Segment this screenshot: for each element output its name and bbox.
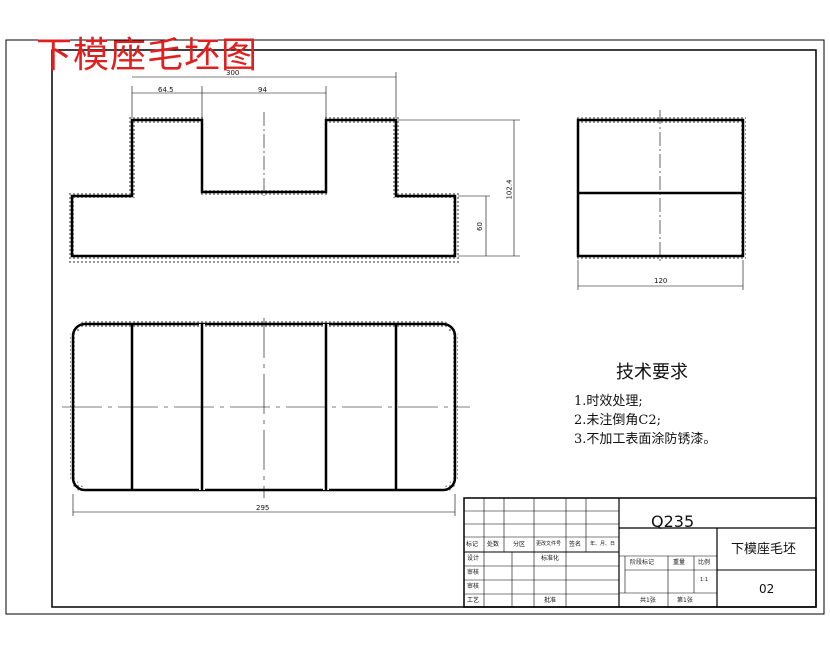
dim-bottom-overall: 295 [256,504,270,512]
tech-requirements-title: 技术要求 [616,362,688,383]
outer-border [5,39,825,615]
drawing-title: 下模座毛坯图 [36,35,259,76]
dim-height-base: 60 [475,222,484,231]
row-design: 设计 [467,555,480,562]
hdr-change-doc: 更改文件号 [536,541,562,547]
technical-requirements: 技术要求 1.时效处理; 2.未注倒角C2; 3.不加工表面涂防锈漆。 [574,358,716,449]
drawing-number: 02 [759,582,775,596]
standardize-label: 标准化 [541,555,560,562]
row-process: 工艺 [467,597,480,604]
side-view [575,110,746,290]
material-label: Q235 [651,512,695,531]
scale-label: 比例 [698,559,711,566]
tech-item-3: 3.不加工表面涂防锈漆。 [574,432,717,447]
dim-left-step: 64.5 [158,86,174,94]
tech-item-1: 1.时效处理; [574,394,643,409]
front-view [68,72,520,263]
dim-overall-top: 300 [226,69,240,77]
weight-label: 重量 [673,559,686,566]
sheets-total: 共1张 [640,597,656,604]
dim-height-total: 102.4 [505,179,514,200]
sheet-number: 第1张 [677,597,693,604]
tech-item-2: 2.未注倒角C2; [574,413,662,428]
title-block [463,497,817,608]
dim-side-width: 120 [654,277,668,285]
row-review-2: 审核 [467,583,480,590]
hdr-count: 处数 [487,541,500,548]
top-view [62,318,470,516]
part-name: 下模座毛坯 [731,542,797,557]
hdr-date: 年、月、日 [590,541,616,547]
scale-value: 1:1 [700,577,709,583]
hdr-zone: 分区 [513,541,526,548]
inner-border [51,49,817,608]
hdr-sign: 签名 [569,541,582,548]
hdr-mark: 标记 [466,541,479,548]
row-review-1: 审核 [467,569,480,576]
stage-mark-label: 阶段标记 [630,559,655,566]
approve-label: 批准 [544,597,557,604]
dim-slot-width: 94 [258,86,267,94]
